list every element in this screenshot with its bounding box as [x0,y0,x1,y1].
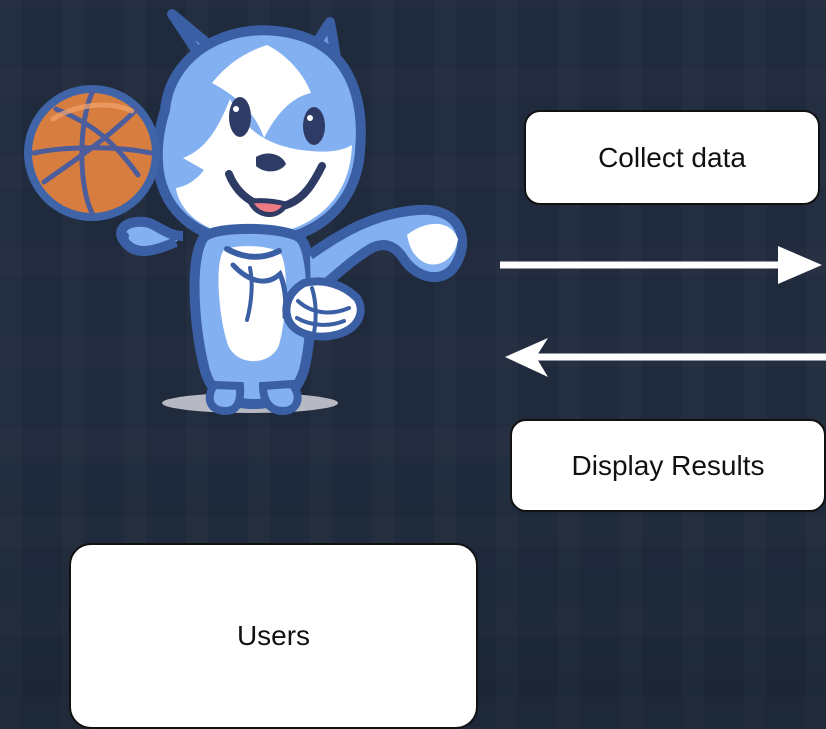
arrow-right-icon [500,246,822,284]
fox-mascot-icon [116,9,468,416]
users-box: Users [69,543,478,729]
collect-data-box: Collect data [524,110,820,205]
basketball-icon [24,85,160,221]
display-results-box: Display Results [510,419,826,512]
users-label: Users [236,620,311,651]
collect-data-label: Collect data [598,141,746,173]
arrow-left-icon [505,338,826,377]
display-results-label: Display Results [571,449,765,481]
